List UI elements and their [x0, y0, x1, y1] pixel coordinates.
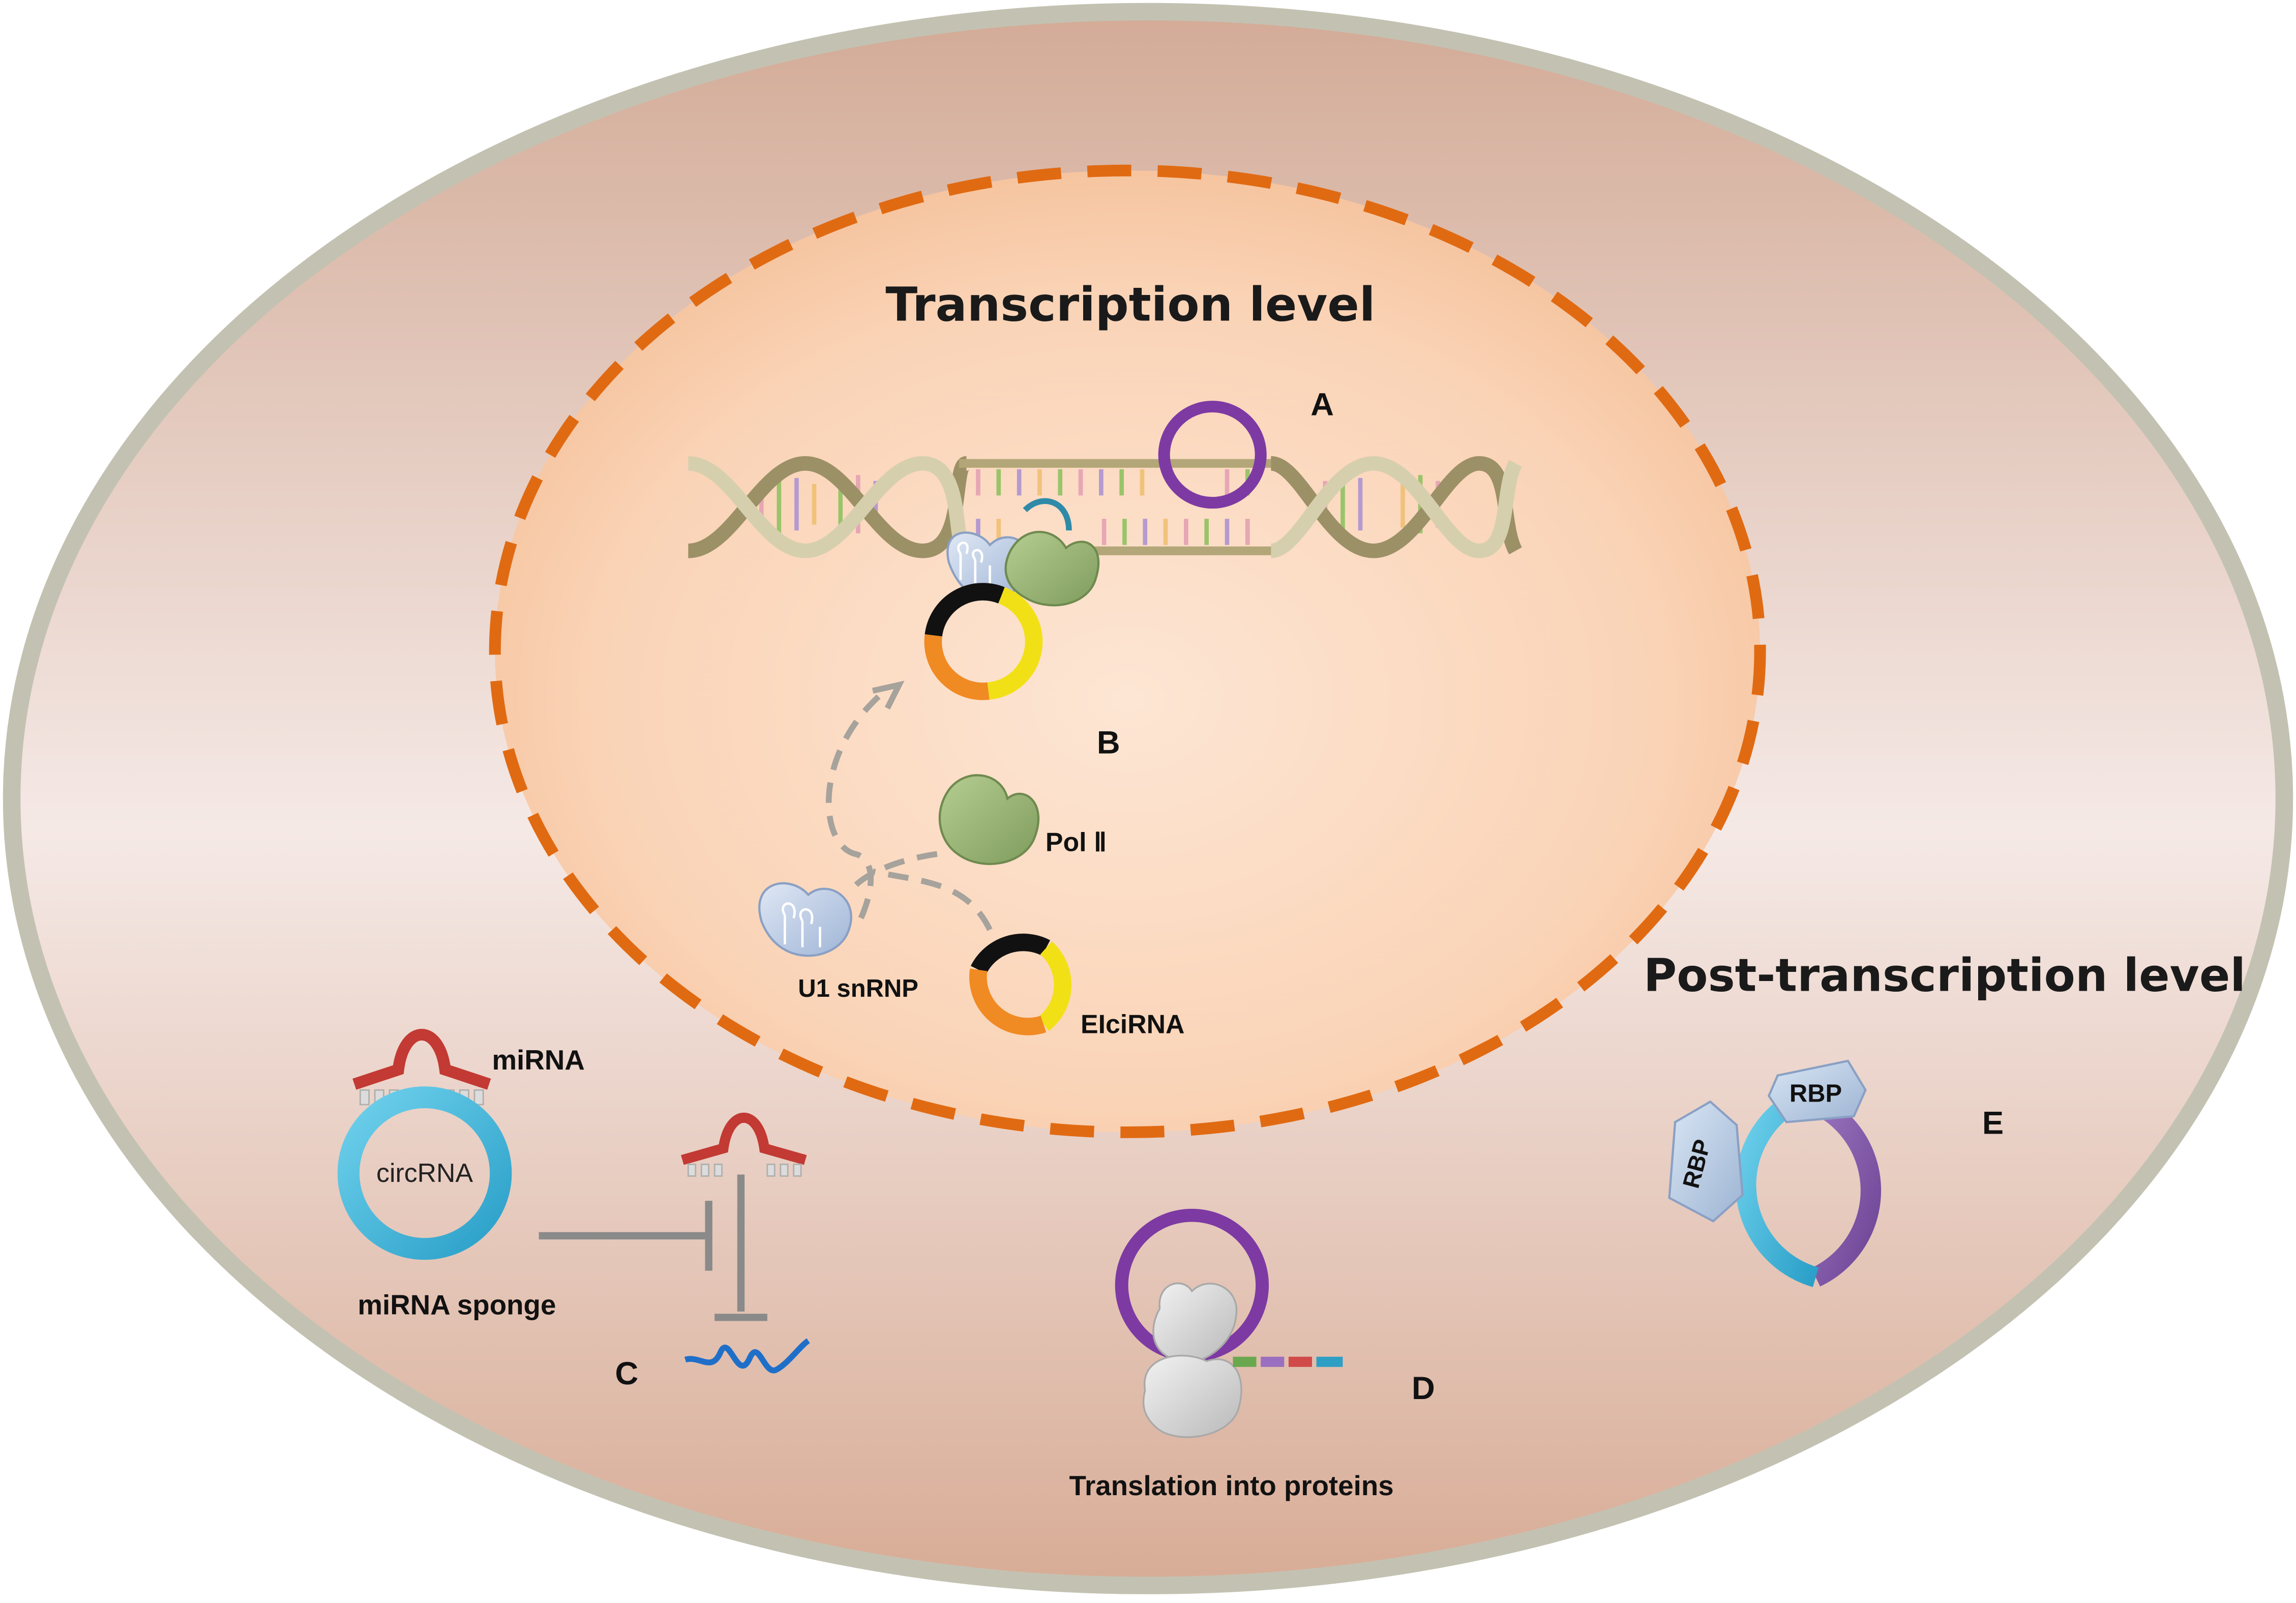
- label-c: C: [615, 1356, 639, 1391]
- recruitment-arrow: [825, 694, 993, 931]
- nascent-peptide: [1233, 1356, 1343, 1367]
- free-mirna: [681, 1113, 807, 1177]
- label-a: A: [1310, 387, 1334, 423]
- mirna-sponge-label: miRNA sponge: [357, 1290, 556, 1321]
- nascent-rna-strand: [1023, 498, 1072, 531]
- rbp-top: [1767, 1059, 1867, 1123]
- ribosome-large-subunit: [1142, 1355, 1242, 1438]
- ribosome-small-subunit: [1152, 1282, 1238, 1363]
- inhibition-arrows: [539, 1174, 767, 1321]
- u1-label: U1 snRNP: [798, 975, 918, 1002]
- eiciRNA-free: [969, 933, 1072, 1035]
- circrna-sponge-ring: [337, 1086, 512, 1260]
- rbp-group: RBP RBP: [1668, 1059, 1882, 1287]
- label-b: B: [1097, 725, 1120, 761]
- u1-snrna-free-icon: [782, 902, 821, 947]
- u1-snrna-bound-icon: [957, 541, 991, 586]
- post-transcription-level-title: Post-transcription level: [1644, 949, 2246, 1002]
- mirna-label: miRNA: [492, 1045, 585, 1076]
- circrna-r-loop: [1158, 401, 1267, 509]
- pol2-free: [938, 774, 1040, 865]
- translation-label: Translation into proteins: [1069, 1470, 1394, 1501]
- recruitment-arrowhead: [872, 680, 905, 710]
- pol2-label: Pol Ⅱ: [1046, 827, 1107, 857]
- rbp-top-label: RBP: [1790, 1080, 1842, 1107]
- label-e: E: [1982, 1105, 2004, 1141]
- dna-helix-right: [1270, 456, 1523, 558]
- circrna-rbp-blue-arc: [1736, 1089, 1819, 1287]
- label-d: D: [1412, 1371, 1435, 1406]
- pol2-bound: [1004, 530, 1100, 607]
- bound-mirna: [352, 1029, 491, 1090]
- mirna-sponge-group: circRNA miRNA miRNA sponge: [337, 1029, 585, 1321]
- eiciRNA-label: EIciRNA: [1081, 1010, 1184, 1039]
- translation-group: Translation into proteins: [1069, 1208, 1394, 1501]
- transcription-level-title: Transcription level: [885, 278, 1375, 332]
- eiciRNA-bound: [924, 583, 1043, 700]
- dna-helix-left: [688, 456, 970, 558]
- u1-snrnp-free: [758, 882, 852, 957]
- circrna-label: circRNA: [376, 1158, 473, 1188]
- rbp-left: [1668, 1100, 1744, 1223]
- target-mrna: [684, 1338, 810, 1374]
